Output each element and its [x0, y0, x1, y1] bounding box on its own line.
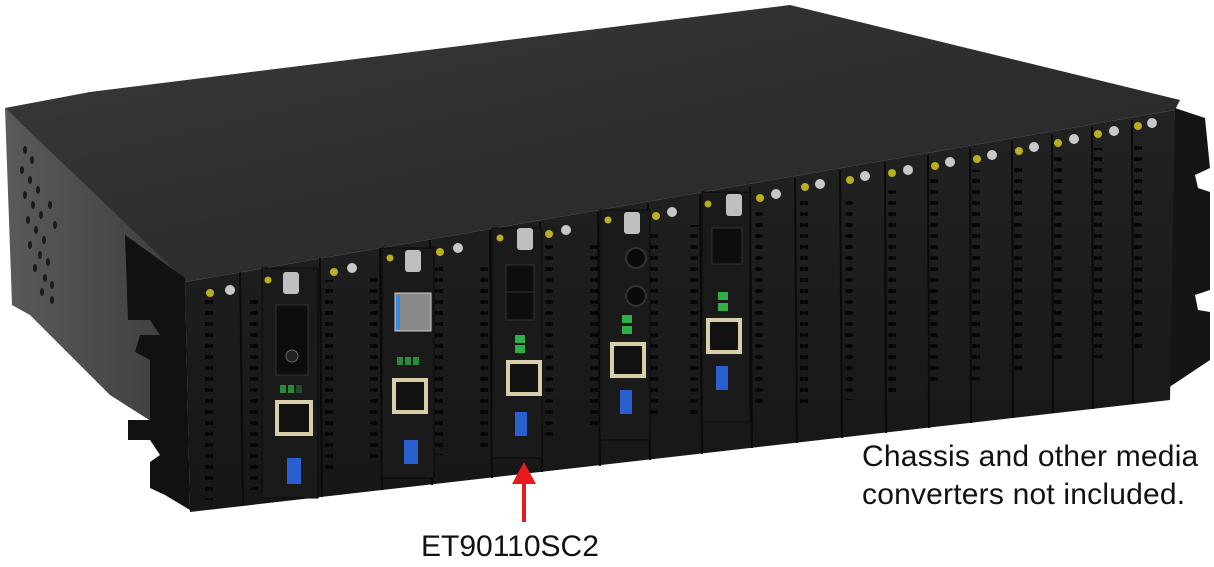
model-number-label: ET90110SC2	[421, 530, 599, 563]
converter-card-st	[599, 209, 651, 441]
converter-card-1000-sfp	[381, 247, 435, 479]
caption-line-2: converters not included.	[862, 478, 1186, 511]
converter-card-sc-simplex	[701, 191, 751, 423]
right-rack-ear	[1165, 108, 1210, 390]
caption-line-1: Chassis and other media	[862, 440, 1199, 473]
left-rack-ear	[125, 235, 190, 510]
slot-led-screws	[206, 118, 1157, 297]
disclaimer-caption: Chassis and other media converters not i…	[862, 438, 1198, 514]
chassis-left-side	[5, 108, 185, 455]
chassis-top	[5, 5, 1180, 282]
converter-card-et90110sc2	[491, 227, 543, 459]
red-arrow-icon	[512, 462, 536, 522]
vent-slot-columns	[205, 140, 1142, 500]
side-vent-holes	[20, 146, 57, 304]
converter-card-1000-sc	[261, 267, 319, 499]
